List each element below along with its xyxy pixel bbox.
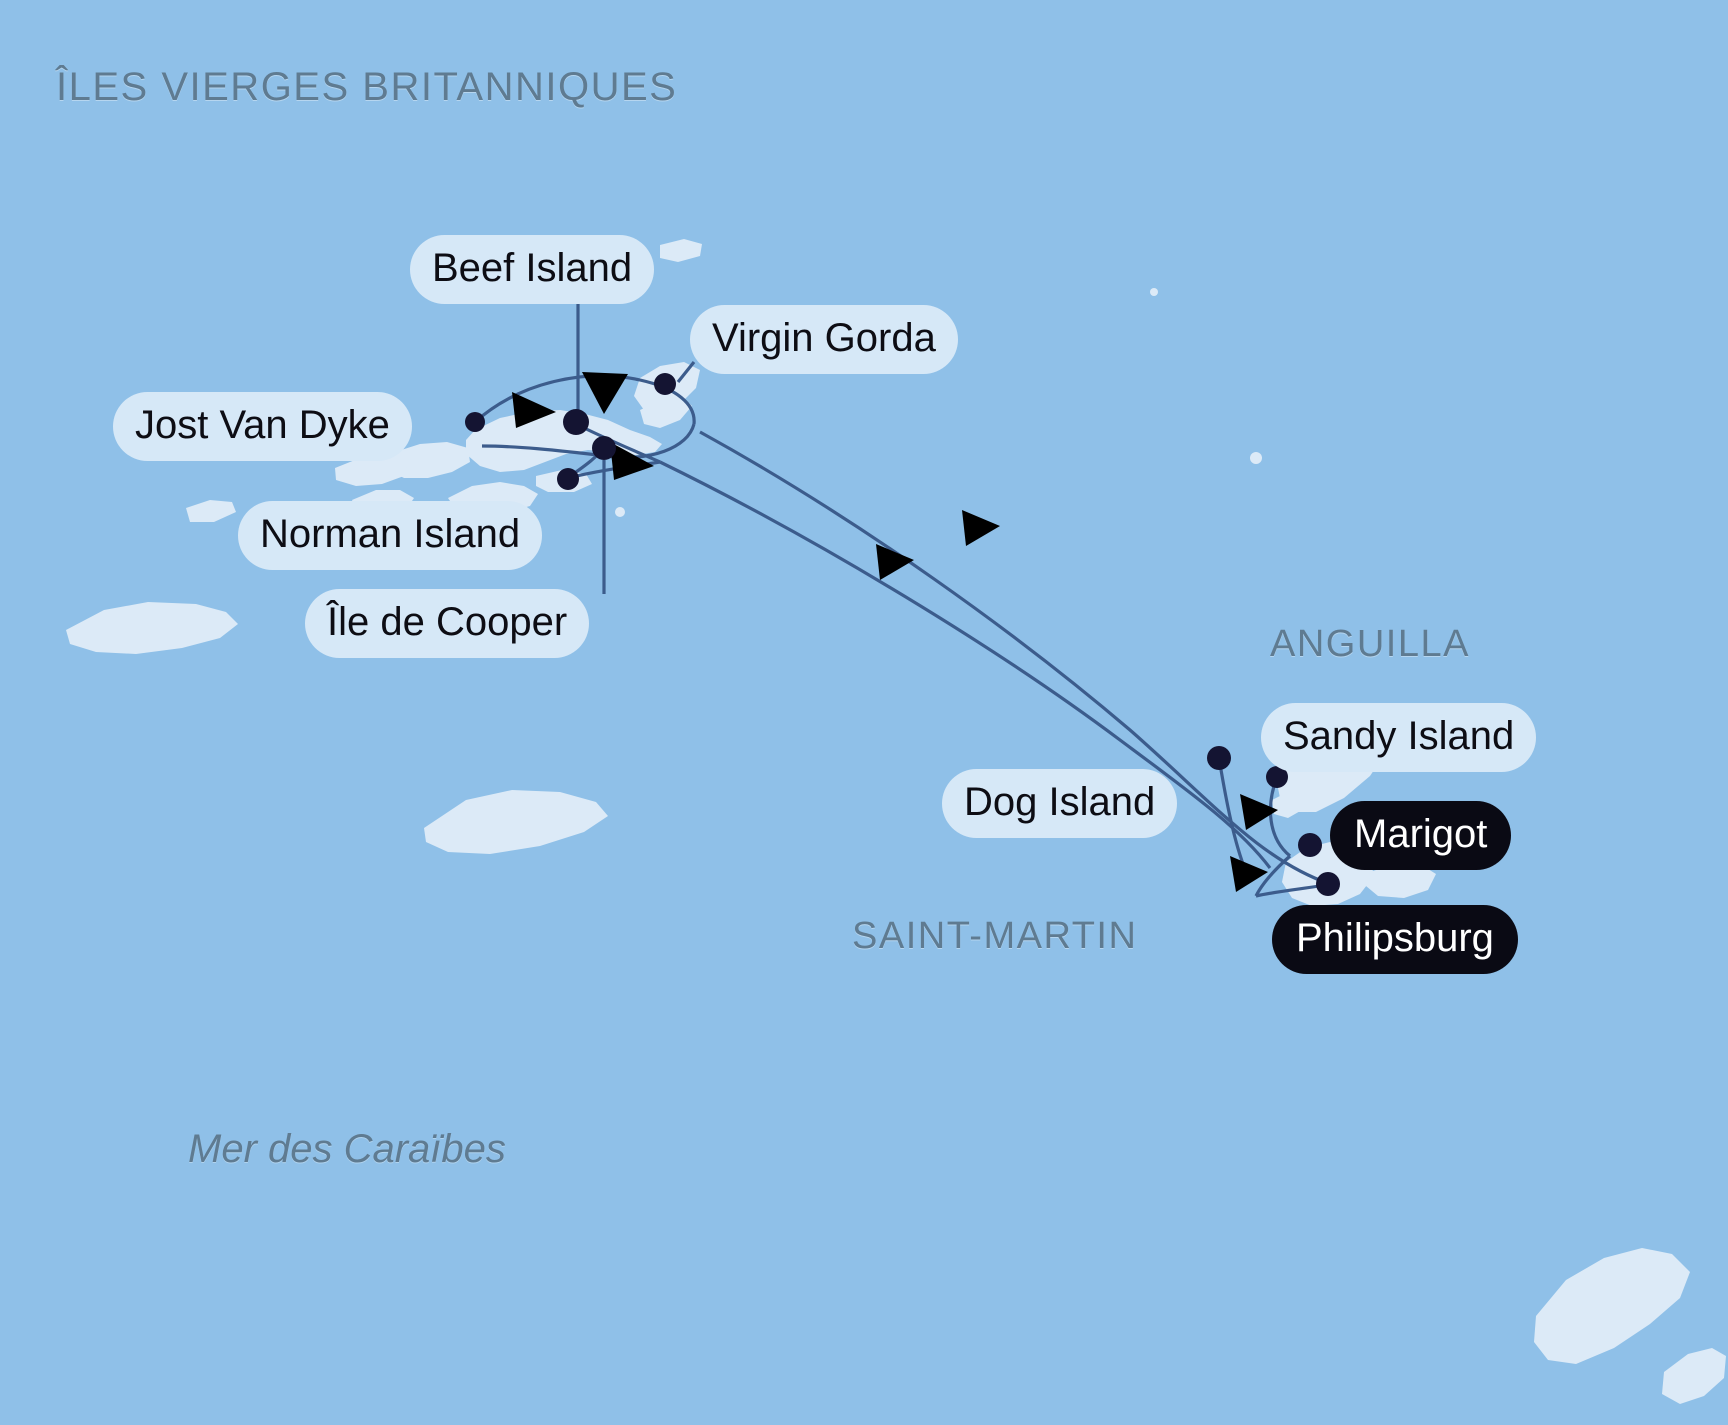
island-saint-barthelemy: [1534, 1248, 1690, 1364]
port-label-dog-island[interactable]: Dog Island: [942, 769, 1178, 838]
arrowhead-jost: [512, 392, 556, 428]
port-dot-sandy-island[interactable]: [1266, 766, 1288, 788]
port-dot-philipsburg[interactable]: [1316, 872, 1340, 896]
sea-label-caribbean: Mer des Caraïbes: [188, 1127, 506, 1171]
port-dot-marigot[interactable]: [1298, 833, 1322, 857]
island-virgin-gorda-north: [660, 239, 702, 262]
arrowhead-group: [512, 372, 1278, 892]
arrowhead-norman: [610, 442, 654, 480]
region-label-anguilla: ANGUILLA: [1270, 623, 1470, 665]
island-speck-3: [615, 507, 625, 517]
arrowhead-anguilla: [1240, 794, 1278, 830]
port-label-norman-island[interactable]: Norman Island: [238, 501, 543, 570]
port-label-jost-van-dyke[interactable]: Jost Van Dyke: [113, 392, 412, 461]
arrowhead-ocean-lower: [876, 544, 914, 580]
port-dot-jost-van-dyke[interactable]: [465, 412, 485, 432]
port-dot-norman-island[interactable]: [592, 436, 616, 460]
arrowhead-saint-martin: [1230, 856, 1268, 892]
arrowhead-ocean-upper: [962, 510, 1000, 546]
region-label-bvi: ÎLES VIERGES BRITANNIQUES: [56, 65, 678, 109]
island-sandy: [1272, 792, 1302, 818]
port-label-ile-de-cooper[interactable]: Île de Cooper: [305, 589, 590, 658]
port-label-virgin-gorda[interactable]: Virgin Gorda: [690, 305, 958, 374]
arrowhead-beef: [582, 372, 628, 414]
route-outbound: [699, 430, 1331, 886]
route-return: [659, 460, 1272, 869]
leader-virgin: [676, 361, 696, 383]
island-jost-van-dyke: [335, 456, 408, 486]
port-dot-virgin-gorda[interactable]: [654, 373, 676, 395]
port-label-marigot[interactable]: Marigot: [1330, 801, 1512, 870]
island-st-croix: [424, 790, 608, 854]
island-saint-martin-east: [1366, 864, 1436, 898]
route-philipsburg-leg: [1254, 854, 1292, 897]
port-label-beef-island[interactable]: Beef Island: [410, 235, 655, 304]
island-saint-barth-tail: [1662, 1348, 1726, 1404]
port-label-philipsburg[interactable]: Philipsburg: [1272, 905, 1518, 974]
port-dot-ile-de-cooper[interactable]: [557, 468, 579, 490]
island-speck-1: [1250, 452, 1262, 464]
region-label-saint-martin: SAINT-MARTIN: [852, 915, 1138, 957]
route-group: [473, 292, 1331, 898]
port-dot-group: [465, 373, 1340, 896]
port-dot-dog-island[interactable]: [1207, 746, 1231, 770]
island-speck-2: [1150, 288, 1158, 296]
port-label-sandy-island[interactable]: Sandy Island: [1261, 703, 1537, 772]
island-sliver-west: [186, 500, 236, 522]
port-dot-beef-island[interactable]: [563, 409, 589, 435]
island-st-thomas: [66, 602, 238, 654]
island-tortola: [466, 410, 662, 472]
